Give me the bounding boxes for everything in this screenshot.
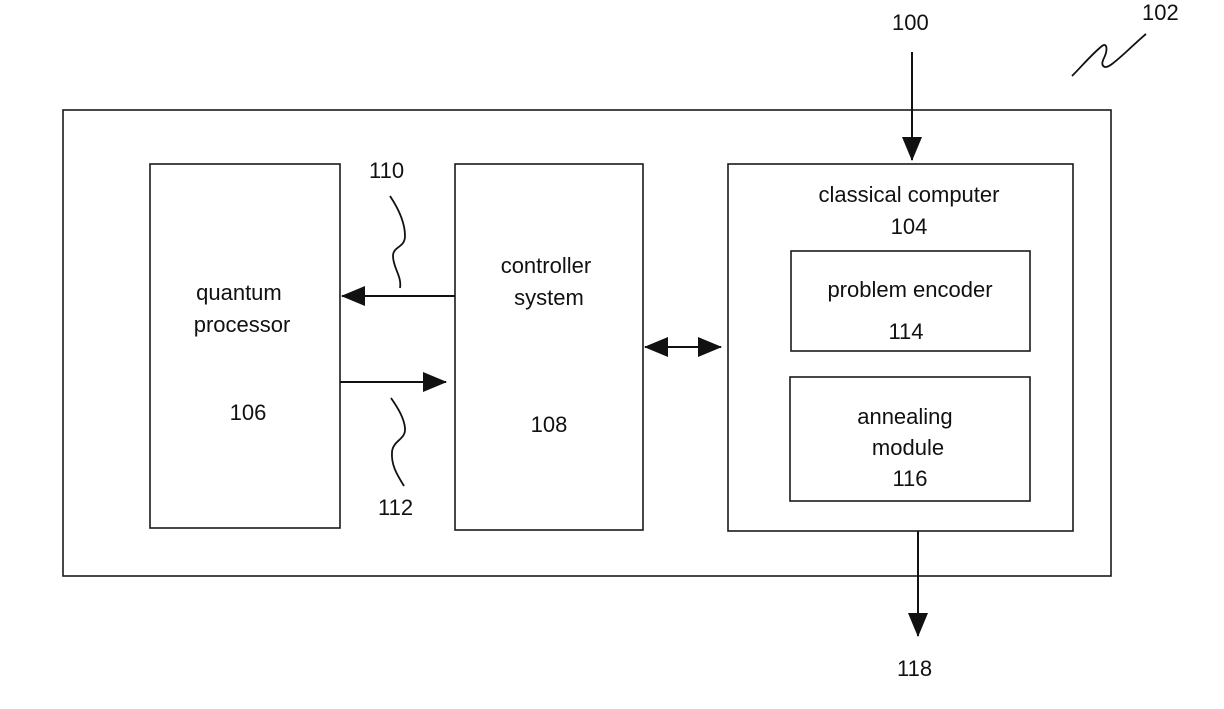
quantum-processor-label-line1: quantum [196,280,282,305]
problem-encoder-ref: 114 [888,319,923,344]
ref-label-100: 100 [892,10,929,35]
ref-label-118: 118 [897,656,932,681]
controller-system-label-line2: system [514,285,584,310]
annealing-module-ref: 116 [892,466,927,491]
ref-label-102: 102 [1142,0,1179,25]
quantum-processor-ref: 106 [230,400,267,425]
quantum-processor-box [150,164,340,528]
quantum-processor-label-line2: processor [194,312,291,337]
classical-computer-ref: 104 [891,214,928,239]
controller-system-label-line1: controller [501,253,591,278]
ref-label-110: 110 [369,158,404,183]
problem-encoder-label: problem encoder [827,277,992,302]
ref-label-112: 112 [378,495,413,520]
annealing-module-label-line1: annealing [857,404,952,429]
controller-system-ref: 108 [531,412,568,437]
classical-computer-label: classical computer [819,182,1000,207]
annealing-module-label-line2: module [872,435,944,460]
controller-system-box [455,164,643,530]
ref-squiggle-102 [1072,34,1146,76]
